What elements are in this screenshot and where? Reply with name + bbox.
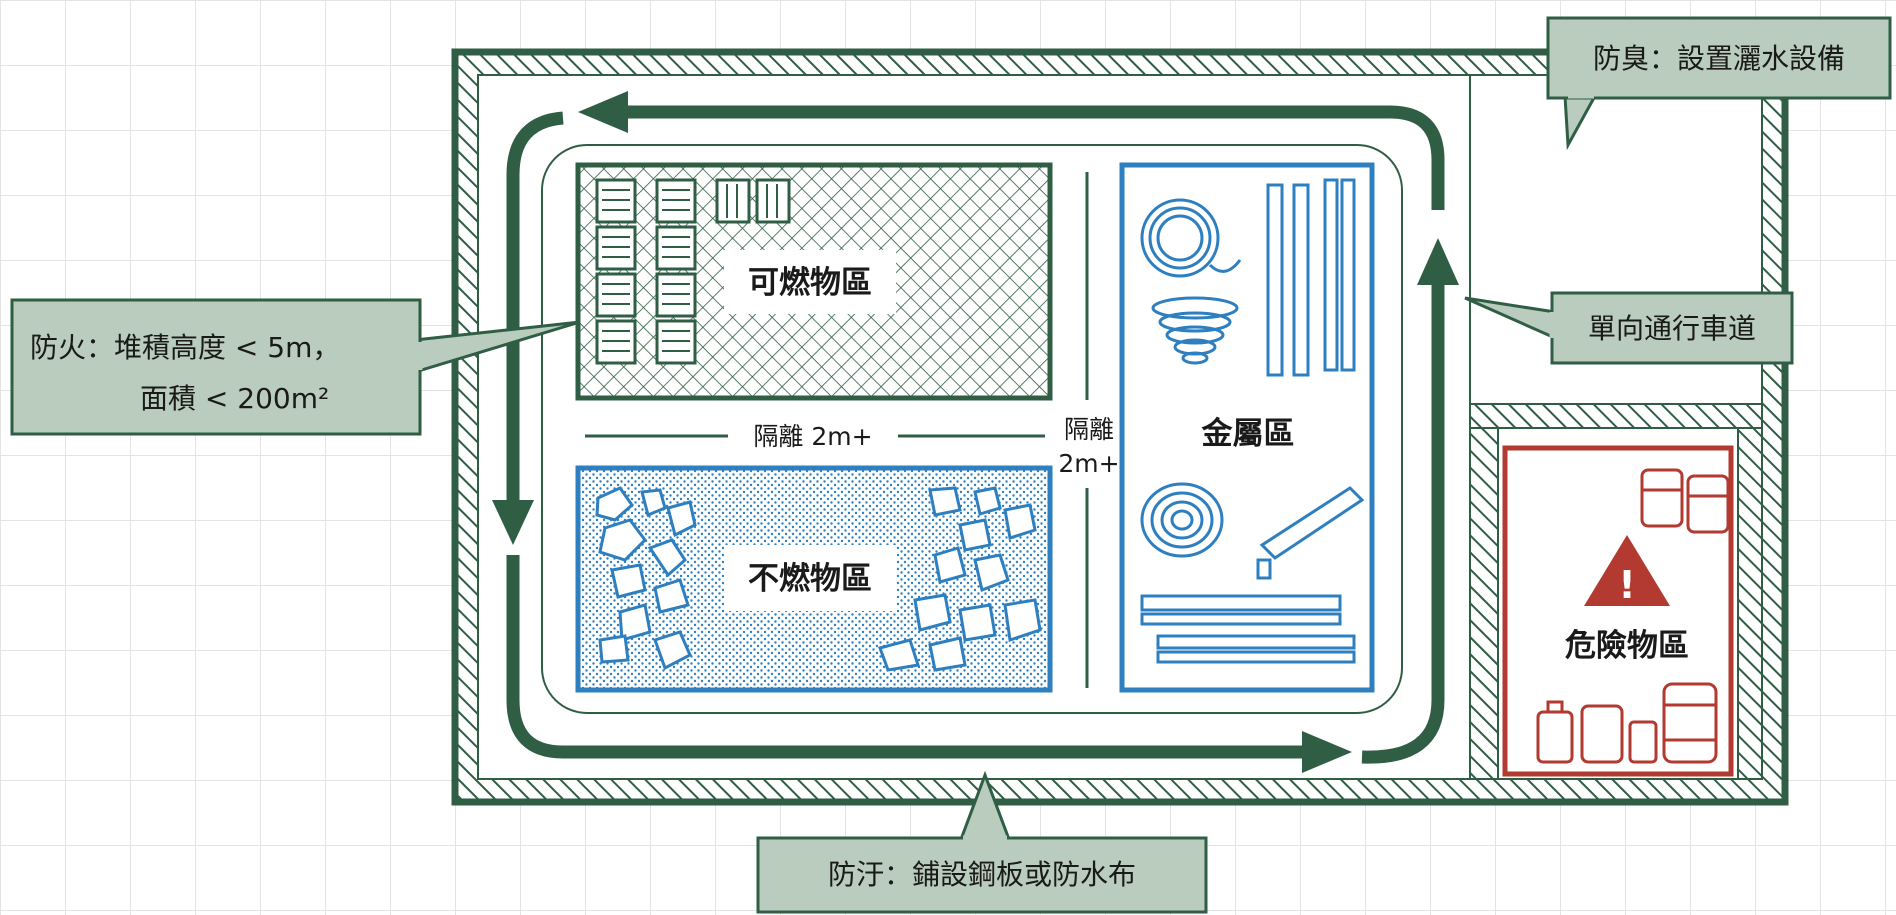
steel-beam-icon [1266, 178, 1356, 377]
callout-one-way-text: 單向通行車道 [1588, 312, 1756, 345]
vertical-separation-label-2: 2m+ [1058, 449, 1119, 478]
rubble-icon [595, 486, 1042, 672]
coil-icon [1140, 198, 1242, 278]
callout-fire-text-2: 面積 < 200m² [140, 382, 329, 415]
i-beam-icon [1256, 486, 1365, 580]
drum-icon [1640, 468, 1730, 534]
spring-icon [1151, 296, 1239, 365]
wire-roll-icon [1140, 482, 1224, 558]
combustible-zone: 可燃物區 [575, 162, 1053, 401]
noncombustible-zone-label: 不燃物區 [748, 561, 872, 597]
horizontal-separation: 隔離 2m+ [585, 422, 1045, 451]
callout-pollution-text: 防汙：鋪設鋼板或防水布 [828, 858, 1136, 891]
flat-bar-icon [1140, 594, 1356, 664]
noncombustible-zone: 不燃物區 [575, 465, 1053, 693]
warning-icon [1584, 535, 1670, 606]
callout-fire-text-1: 防火：堆積高度 < 5m， [30, 331, 340, 364]
callout-pollution: 防汙：鋪設鋼板或防水布 [756, 770, 1208, 914]
vertical-separation-label-1: 隔離 [1064, 415, 1114, 444]
horizontal-separation-label: 隔離 2m+ [753, 422, 872, 451]
metal-zone-label: 金屬區 [1201, 416, 1295, 452]
hazardous-zone: ! 危險物區 [1502, 445, 1734, 777]
combustible-zone-label: 可燃物區 [748, 265, 872, 301]
metal-zone: 金屬區 [1119, 162, 1375, 693]
one-way-road-arrows [492, 91, 1459, 773]
chemical-containers-icon [1536, 682, 1718, 764]
inner-road-boundary [541, 144, 1403, 714]
hazardous-room-wall [1469, 75, 1763, 780]
hazardous-zone-label: 危險物區 [1565, 628, 1689, 664]
callout-fire: 防火：堆積高度 < 5m， 面積 < 200m² [10, 298, 581, 436]
vertical-separation: 隔離 2m+ [1058, 172, 1120, 688]
callout-one-way: 單向通行車道 [1464, 291, 1794, 365]
callout-odor-text: 防臭：設置灑水設備 [1593, 42, 1845, 75]
svg-text:!: ! [1618, 563, 1635, 607]
callout-odor: 防臭：設置灑水設備 [1546, 16, 1892, 151]
